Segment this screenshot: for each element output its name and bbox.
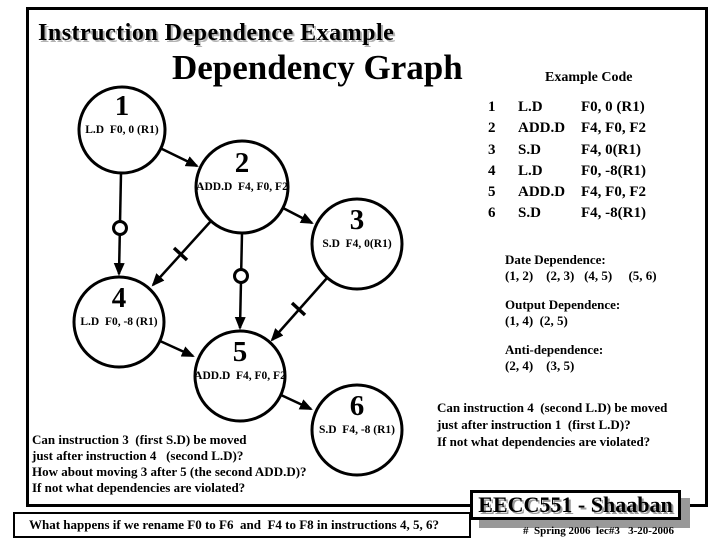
code-row-number: 2 <box>488 120 496 137</box>
node-3-circle <box>310 197 404 291</box>
footer-course-box: EECC551 - Shaaban <box>470 490 681 520</box>
node-3-label: S.D F4, 0(R1) <box>322 238 391 250</box>
rename-question-text: What happens if we rename F0 to F6 and F… <box>29 517 439 532</box>
code-row-operands: F4, 0(R1) <box>581 141 641 158</box>
edge-2-3 <box>282 206 314 225</box>
data-dependence-heading: Date Dependence: <box>505 252 606 267</box>
code-row-operands: F0, 0 (R1) <box>581 99 645 115</box>
edge-1-2 <box>159 146 199 168</box>
footer-lecture-info: # Spring 2006 lec#3 3-20-2006 <box>523 525 674 537</box>
code-row-opcode: ADD.D <box>518 120 566 137</box>
code-row-operands: F4, -8(R1) <box>581 205 646 222</box>
question-line: If not what dependencies are violated? <box>437 434 651 449</box>
graph-node-5: 5 ADD.D F4, F0, F2 <box>193 329 287 423</box>
graph-node-6: 6 S.D F4, -8 (R1) <box>310 383 404 477</box>
node-6-label: S.D F4, -8 (R1) <box>319 424 395 436</box>
node-5-label: ADD.D F4, F0, F2 <box>194 370 286 382</box>
output-dep-ring-2-5 <box>233 268 249 284</box>
code-row-operands: F0, -8(R1) <box>581 162 646 179</box>
graph-node-4: 4 L.D F0, -8 (R1) <box>72 275 166 369</box>
question-line: just after instruction 1 (first L.D)? <box>437 417 631 432</box>
code-row-operands: F4, F0, F2 <box>581 120 646 137</box>
node-6-circle <box>310 383 404 477</box>
graph-node-3: 3 S.D F4, 0(R1) <box>310 197 404 291</box>
code-row: 1 L.D F0, 0 (R1) <box>488 97 646 118</box>
question-line: Can instruction 4 (second L.D) be moved <box>437 400 668 415</box>
node-2-number: 2 <box>235 147 250 179</box>
output-dependence-group: Output Dependence: (1, 4) (2, 5) <box>505 297 657 329</box>
anti-dep-tick-3-5 <box>290 301 307 317</box>
code-row-opcode: L.D <box>518 162 543 179</box>
slide-frame <box>26 7 708 507</box>
output-dependence-heading: Output Dependence: <box>505 297 621 312</box>
slide-title: Instruction Dependence Example <box>38 20 395 46</box>
node-4-label: L.D F0, -8 (R1) <box>80 316 157 328</box>
output-dep-ring-1-4 <box>112 220 128 236</box>
anti-dep-tick-2-4 <box>172 246 189 262</box>
node-2-circle <box>194 139 290 235</box>
node-3-number: 3 <box>350 204 365 236</box>
anti-dependence-group: Anti-dependence: (2, 4) (3, 5) <box>505 342 657 374</box>
rename-question-box: What happens if we rename F0 to F6 and F… <box>13 512 471 538</box>
question-line: If not what dependencies are violated? <box>32 480 246 495</box>
code-row-opcode: ADD.D <box>518 184 566 201</box>
graph-node-1: 1 L.D F0, 0 (R1) <box>77 85 167 175</box>
edge-2-4 <box>151 220 212 287</box>
node-1-circle <box>77 85 167 175</box>
anti-dependence-heading: Anti-dependence: <box>505 342 604 357</box>
node-4-number: 4 <box>112 282 127 314</box>
node-2-label: ADD.D F4, F0, F2 <box>196 181 288 193</box>
question-right: Can instruction 4 (second L.D) be moved … <box>437 399 667 450</box>
code-row-opcode: L.D <box>518 99 543 115</box>
example-code-heading: Example Code <box>545 70 633 85</box>
dependence-lists: Date Dependence: (1, 2) (2, 3) (4, 5) (5… <box>505 252 657 387</box>
node-1-number: 1 <box>115 90 130 122</box>
node-1-label: L.D F0, 0 (R1) <box>85 124 159 136</box>
code-row: 5 ADD.D F4, F0, F2 <box>488 182 646 203</box>
code-row: 6 S.D F4, -8(R1) <box>488 203 646 224</box>
output-dependence-pairs: (1, 4) (2, 5) <box>505 313 568 328</box>
data-dependence-pairs: (1, 2) (2, 3) (4, 5) (5, 6) <box>505 268 657 283</box>
question-line: just after instruction 4 (second L.D)? <box>32 448 244 463</box>
node-6-number: 6 <box>350 390 365 422</box>
code-row-opcode: S.D <box>518 205 541 222</box>
code-row-number: 1 <box>488 99 496 115</box>
anti-dependence-pairs: (2, 4) (3, 5) <box>505 358 575 373</box>
code-row: 2 ADD.D F4, F0, F2 <box>488 118 646 139</box>
node-5-circle <box>193 329 287 423</box>
graph-node-2: 2 ADD.D F4, F0, F2 <box>194 139 290 235</box>
code-row-number: 6 <box>488 205 496 222</box>
edge-4-5 <box>159 339 195 358</box>
footer-course-title: EECC551 - Shaaban <box>478 492 673 517</box>
example-code-table: 1 L.D F0, 0 (R1) 2 ADD.D F4, F0, F2 3 S.… <box>488 97 646 225</box>
node-4-circle <box>72 275 166 369</box>
edge-5-6 <box>280 393 313 411</box>
question-line: How about moving 3 after 5 (the second A… <box>32 464 307 479</box>
slide-subtitle: Dependency Graph <box>172 48 463 87</box>
code-row-opcode: S.D <box>518 141 541 158</box>
code-row: 3 S.D F4, 0(R1) <box>488 140 646 161</box>
question-line: Can instruction 3 (first S.D) be moved <box>32 432 247 447</box>
code-row-operands: F4, F0, F2 <box>581 184 646 201</box>
code-row-number: 5 <box>488 184 496 201</box>
node-5-number: 5 <box>233 336 248 368</box>
code-row-number: 4 <box>488 162 496 179</box>
code-row: 4 L.D F0, -8(R1) <box>488 161 646 182</box>
code-row-number: 3 <box>488 141 496 158</box>
data-dependence-group: Date Dependence: (1, 2) (2, 3) (4, 5) (5… <box>505 252 657 284</box>
question-left: Can instruction 3 (first S.D) be moved j… <box>32 432 307 496</box>
